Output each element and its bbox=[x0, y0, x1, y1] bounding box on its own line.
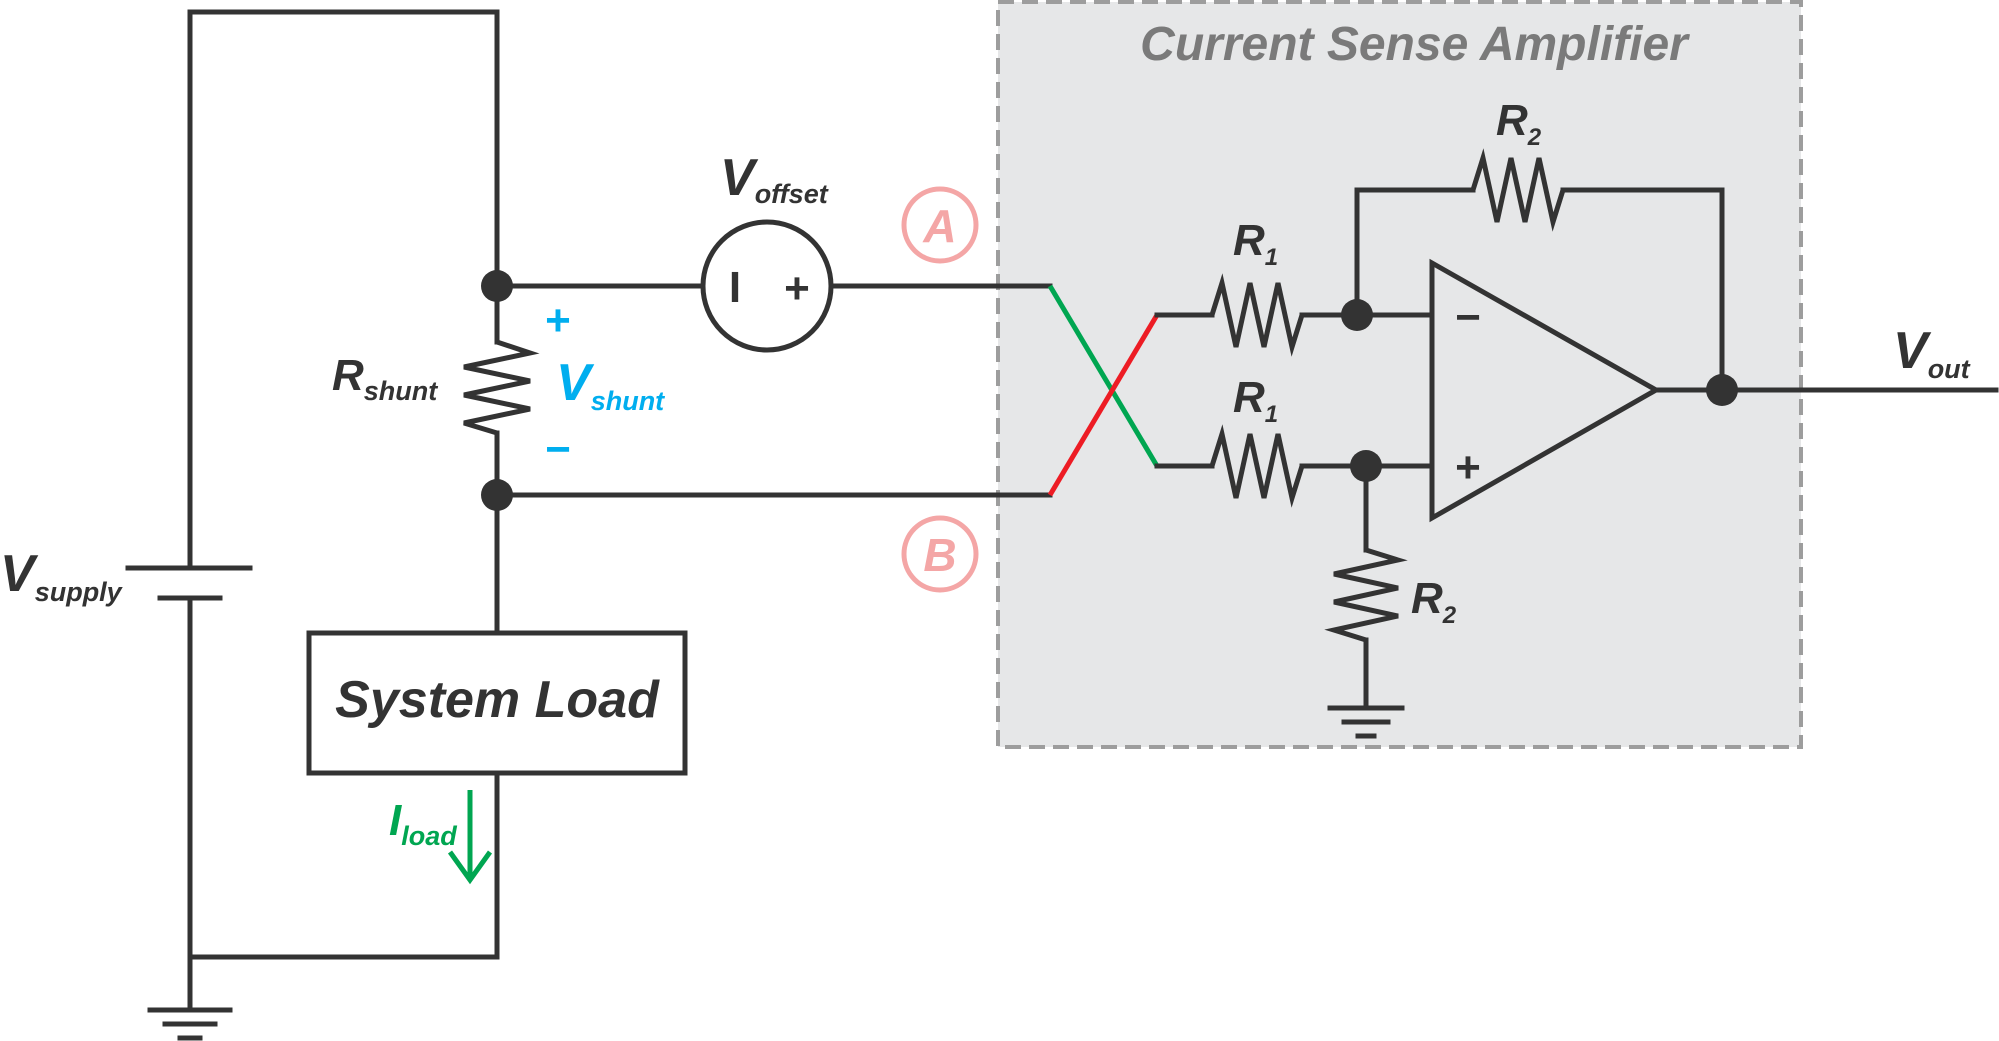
amplifier-box bbox=[996, 0, 1803, 749]
feedback-r2-resistor bbox=[1470, 148, 1566, 232]
feedback-right-wire bbox=[1560, 187, 1725, 393]
ground-r2-resistor bbox=[1324, 547, 1408, 643]
amplifier-title: Current Sense Amplifier bbox=[1140, 18, 1690, 71]
system-load-label: System Load bbox=[335, 671, 660, 729]
supply-bottom-wire bbox=[187, 597, 500, 960]
svg-text:B: B bbox=[923, 529, 956, 581]
op-amp-plus-label: + bbox=[1455, 443, 1481, 492]
ground-symbol-left bbox=[147, 1007, 233, 1041]
svg-text:A: A bbox=[922, 200, 956, 252]
system-load-box bbox=[306, 630, 688, 776]
v-shunt-plus-sign: + bbox=[545, 296, 571, 345]
load-current-arrow bbox=[447, 790, 493, 885]
feedback-left-wire bbox=[1354, 187, 1476, 318]
output-node bbox=[1706, 374, 1738, 406]
v-out-label: Vout bbox=[1893, 322, 1971, 384]
node-a-marker: A bbox=[901, 186, 979, 264]
r2-feedback-label: R2 bbox=[1496, 96, 1542, 151]
cross-wire-green bbox=[1047, 284, 1160, 468]
offset-source-minus-mark: I bbox=[729, 263, 741, 312]
offset-voltage-source bbox=[700, 219, 834, 353]
supply-top-wire bbox=[187, 9, 500, 568]
i-load-label: Iload bbox=[389, 796, 457, 851]
offset-source-plus-mark: + bbox=[784, 264, 810, 313]
v-shunt-minus-sign: − bbox=[545, 425, 571, 474]
r1-top-resistor bbox=[1209, 273, 1305, 357]
v-supply-label: Vsupply bbox=[0, 545, 124, 607]
r2-ground-label: R2 bbox=[1411, 574, 1457, 629]
r1-bottom-label: R1 bbox=[1233, 373, 1278, 428]
node-b-marker: B bbox=[901, 515, 979, 593]
ground-symbol-right bbox=[1327, 705, 1405, 739]
r1-bottom-resistor bbox=[1209, 424, 1305, 508]
op-amp-triangle bbox=[1429, 258, 1662, 523]
op-amp-minus-label: − bbox=[1455, 293, 1481, 342]
v-offset-label: Voffset bbox=[720, 149, 829, 209]
shunt-resistor bbox=[463, 339, 540, 436]
v-shunt-label: Vshunt bbox=[556, 354, 665, 416]
cross-wire-red bbox=[1047, 313, 1160, 497]
r-shunt-label: Rshunt bbox=[332, 351, 438, 406]
r1-top-label: R1 bbox=[1233, 216, 1278, 271]
